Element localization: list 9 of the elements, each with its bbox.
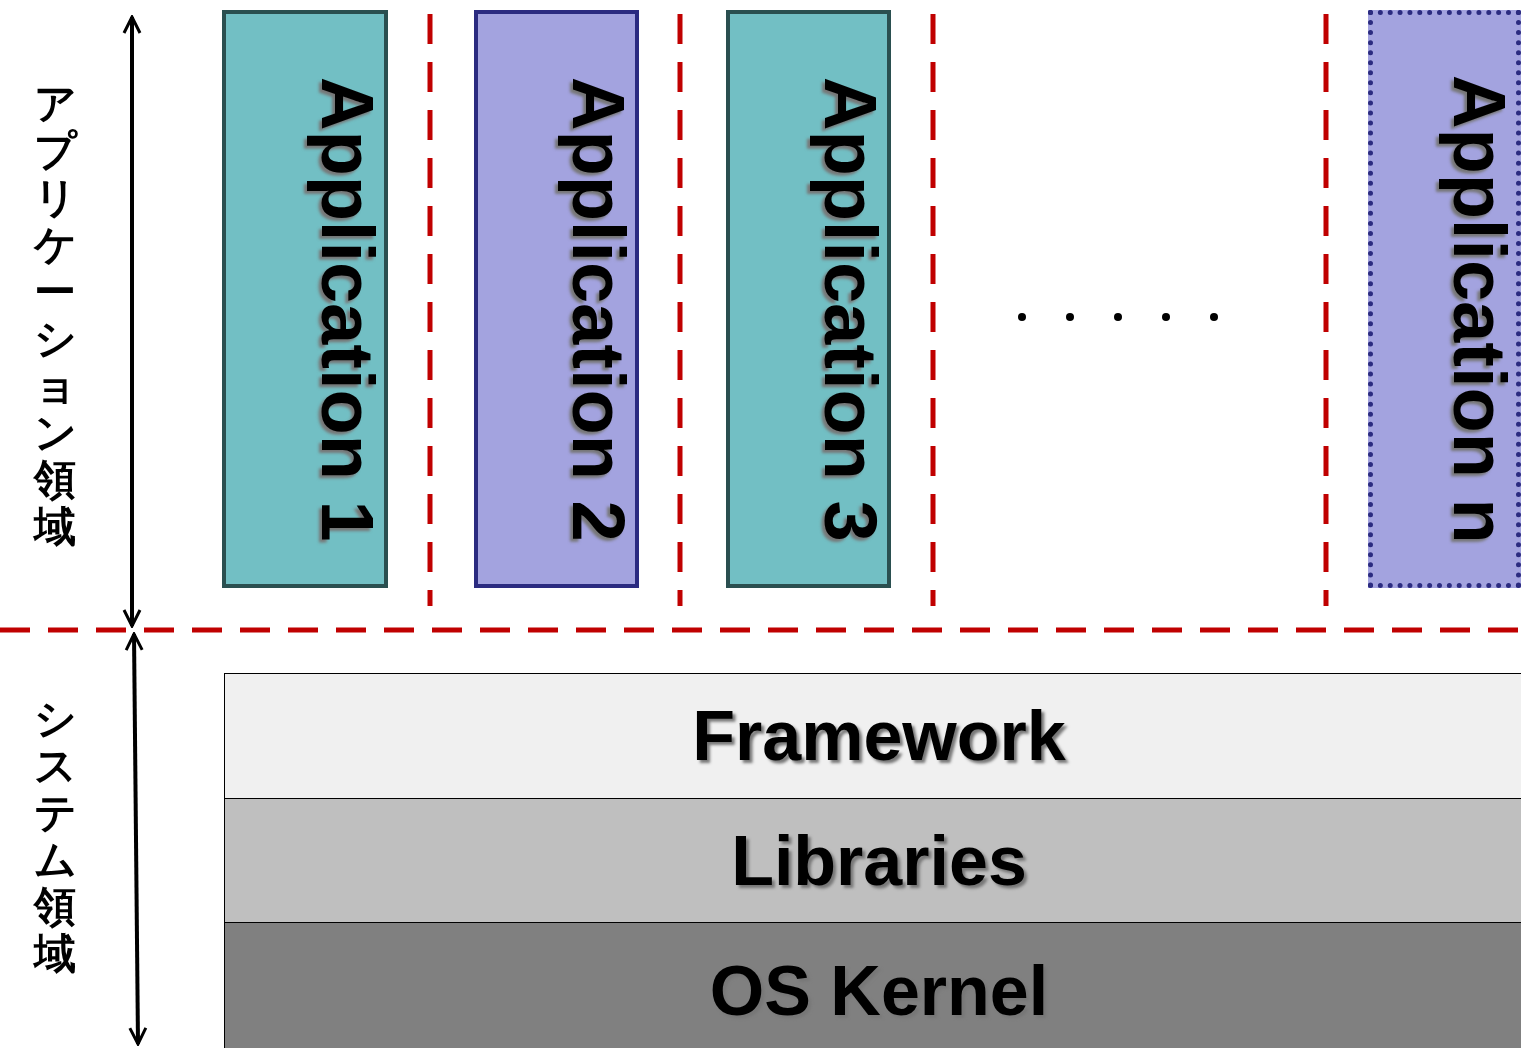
layer-box: Framework	[224, 673, 1521, 799]
vertical-label: システム領域	[32, 695, 78, 977]
application-box: Application 1	[222, 10, 388, 588]
vertical-label: アプリケーション領域	[32, 80, 78, 550]
application-box: Application 2	[474, 10, 639, 588]
application-box: Application n	[1368, 10, 1521, 588]
application-box: Application 3	[726, 10, 891, 588]
layer-box: OS Kernel	[224, 922, 1521, 1048]
layer-box: Libraries	[224, 798, 1521, 923]
